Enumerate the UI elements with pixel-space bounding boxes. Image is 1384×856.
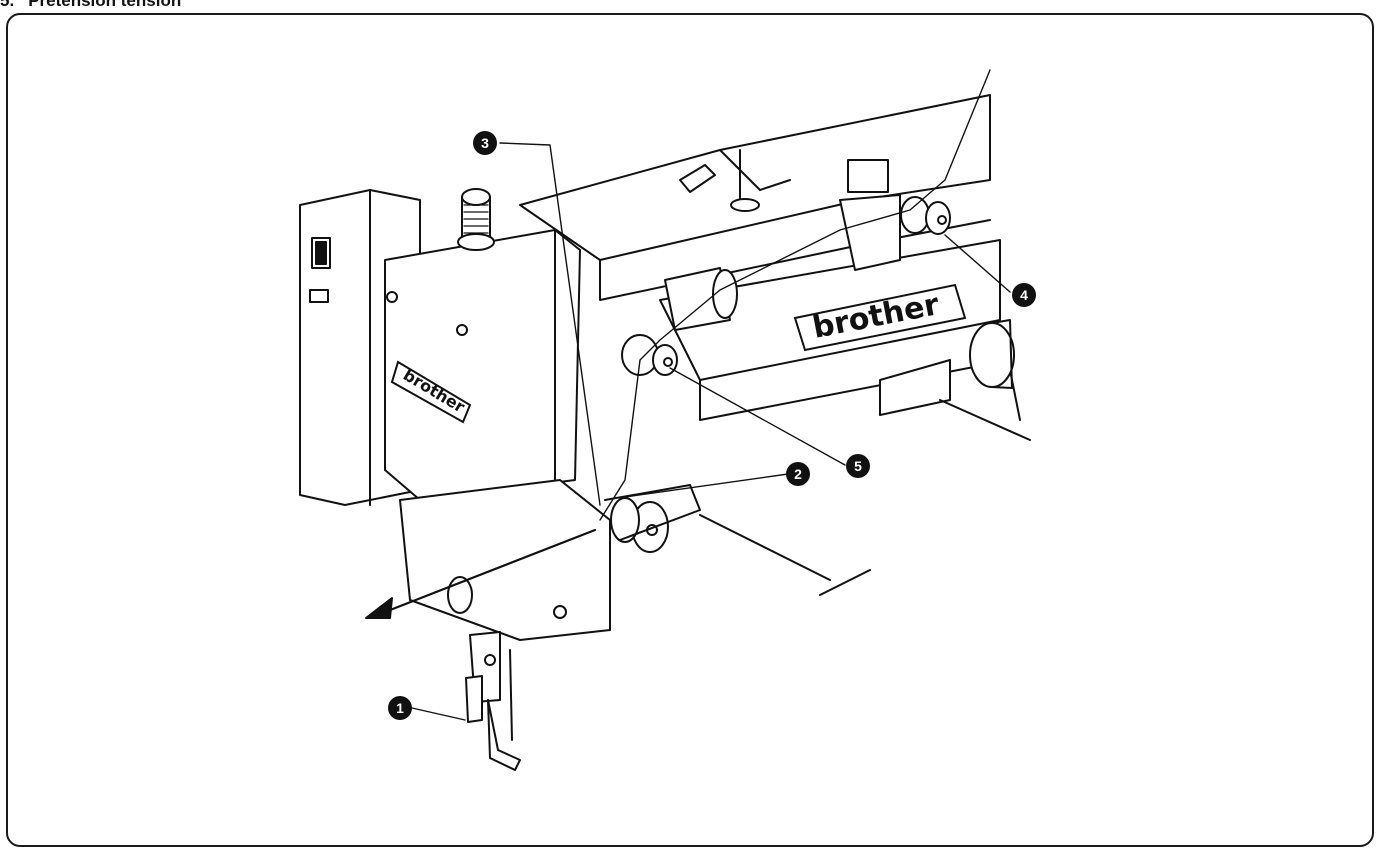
presser-foot: [465, 631, 521, 771]
leader-5: [669, 367, 846, 466]
tension-2: [604, 484, 701, 553]
head-cover: [384, 229, 581, 501]
tension-5: [621, 334, 678, 376]
handwheel: [969, 319, 1015, 389]
table-edge: [699, 514, 871, 596]
tension-4: [839, 159, 951, 271]
thread-pretension-cylinder: [664, 267, 738, 331]
section-heading: 5. Pretensión tensión: [0, 0, 181, 11]
callout-1: 1: [388, 696, 412, 720]
face-plate: [399, 479, 611, 641]
svg-text:4: 4: [1020, 287, 1028, 303]
thread-path: [599, 69, 991, 521]
leader-2: [624, 473, 789, 498]
callout-5: 5: [846, 454, 870, 478]
presser-knob: [457, 188, 495, 251]
svg-text:2: 2: [794, 466, 802, 482]
leader-1: [411, 707, 466, 721]
callout-2: 2: [786, 462, 810, 486]
svg-text:5: 5: [854, 458, 862, 474]
leader-3: [499, 142, 601, 506]
figure-frame: [6, 13, 1374, 847]
callout-3: 3: [473, 131, 497, 155]
callout-4: 4: [1012, 283, 1036, 307]
svg-text:1: 1: [396, 700, 404, 716]
pull-arrow: [365, 528, 597, 619]
section-title: Pretensión tensión: [28, 0, 182, 10]
leader-4: [944, 234, 1011, 293]
machine-arm: [519, 94, 1031, 441]
svg-text:3: 3: [481, 135, 489, 151]
top-thread-guide: [679, 149, 791, 212]
section-number: 5.: [0, 0, 15, 10]
